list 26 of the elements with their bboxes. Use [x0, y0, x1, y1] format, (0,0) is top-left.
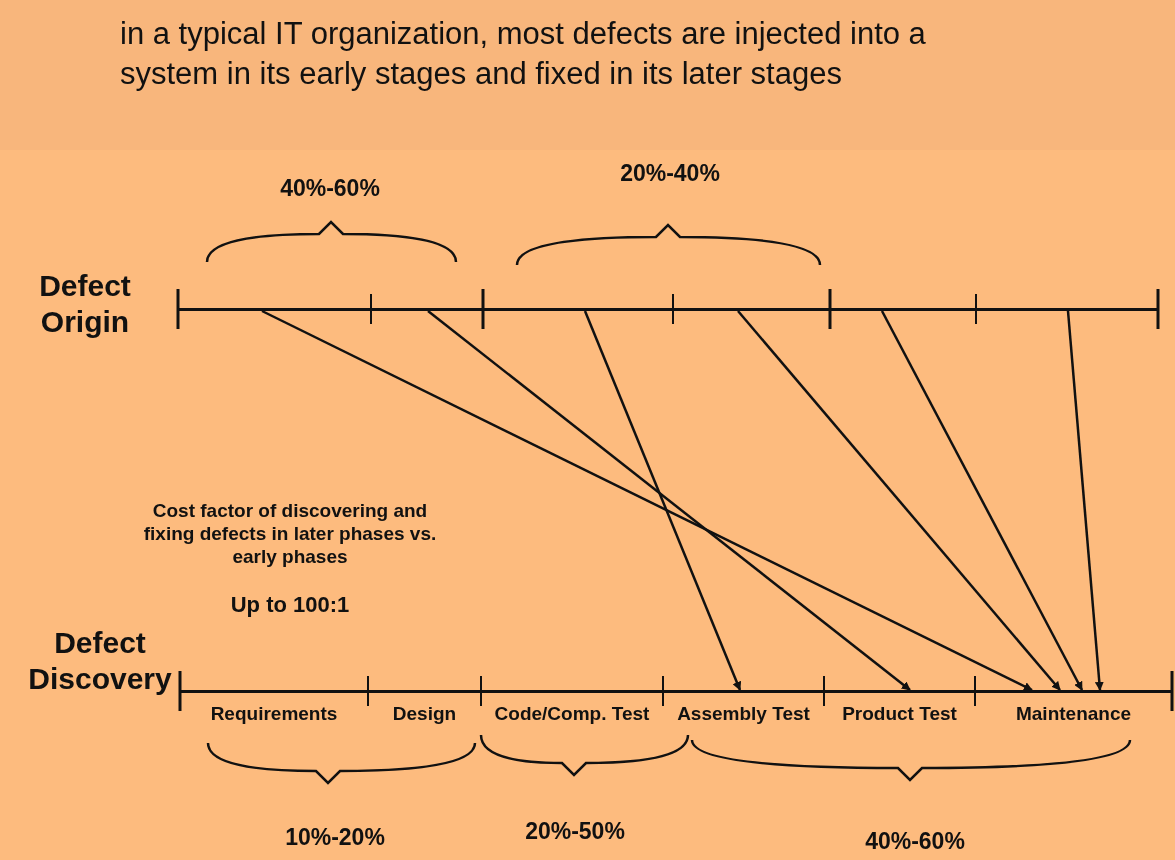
title: in a typical IT organization, most defects are injected into a system in its early stages and fixed in its later stages — [120, 15, 927, 93]
percentage-label: 40%-60% — [279, 175, 381, 203]
timeline-segment — [368, 690, 481, 724]
phase-label: Maintenance — [1014, 703, 1133, 725]
axis-title: Defect Discovery — [27, 625, 173, 697]
timeline-segment — [180, 690, 368, 724]
timeline-segment — [481, 690, 663, 724]
percentage-label: 20%-40% — [619, 160, 721, 188]
arrow — [880, 310, 1084, 691]
note-text: Cost factor of discovering and fixing defects in later phases vs. early phases — [142, 500, 438, 569]
arrow — [737, 310, 1061, 691]
arrow — [427, 310, 911, 691]
phase-label: Design — [391, 703, 458, 725]
phase-label: Requirements — [209, 703, 339, 725]
percentage-label: 10%-20% — [284, 824, 386, 852]
timeline-segment — [663, 690, 824, 724]
axis-title: Defect Origin — [38, 268, 132, 340]
phase-label: Code/Comp. Test — [493, 703, 651, 725]
phase-label: Product Test — [841, 703, 958, 725]
percentage-label: 40%-60% — [864, 828, 966, 856]
arrow — [261, 309, 1033, 692]
arrow — [1066, 310, 1104, 691]
percentage-label: 20%-50% — [524, 818, 626, 846]
arrow — [583, 310, 742, 691]
phase-label: Assembly Test — [676, 703, 811, 725]
note-text: Up to 100:1 — [229, 592, 351, 619]
